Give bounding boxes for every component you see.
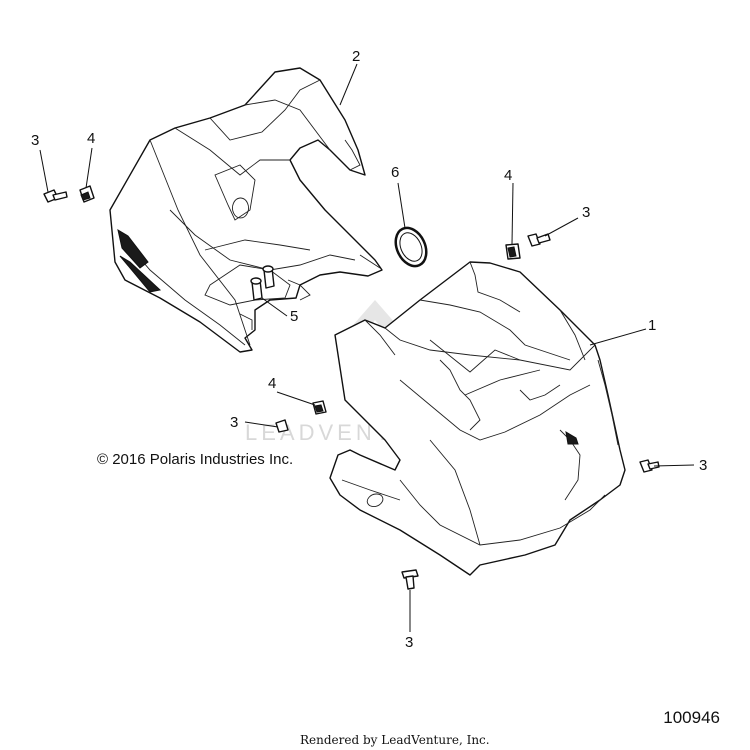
diagram-number: 100946: [663, 708, 720, 727]
callout-3-mid: 3: [230, 414, 238, 431]
callout-6: 6: [391, 164, 399, 181]
callout-3-right-lower: 3: [699, 457, 707, 474]
leader-lines: [39, 63, 695, 632]
copyright-notice: © 2016 Polaris Industries Inc.: [97, 451, 294, 468]
callout-3-bottom: 3: [405, 634, 413, 651]
callout-4-top-left: 4: [87, 130, 95, 147]
part-1-lower-hood: [329, 261, 626, 576]
fastener-clip-top-left: [79, 185, 95, 203]
callout-1: 1: [648, 317, 656, 334]
callout-3-top-left: 3: [31, 132, 39, 149]
callout-5: 5: [290, 308, 298, 325]
fastener-clip-mid: [312, 400, 327, 415]
callout-2: 2: [352, 48, 360, 65]
fastener-screw-right-lower: [639, 459, 660, 473]
fastener-screw-bottom: [401, 569, 419, 590]
callout-3-right-upper: 3: [582, 204, 590, 221]
rendered-by-credit: Rendered by LeadVenture, Inc.: [300, 733, 490, 747]
callout-4-right: 4: [504, 167, 512, 184]
fastener-bolt-right: [262, 265, 275, 289]
callout-4-mid: 4: [268, 375, 276, 392]
callouts: 2 3 4 6 4 3 5 1 4 3 3 3: [31, 48, 707, 651]
part-2-upper-hood: [109, 67, 383, 353]
fastener-screw-top-left: [43, 189, 68, 203]
fastener-screw-mid: [275, 419, 289, 433]
fastener-screw-right-upper: [527, 233, 551, 247]
fastener-bolt-left: [250, 277, 263, 301]
part-6-o-ring: [394, 226, 428, 268]
fastener-clip-right: [505, 243, 521, 260]
